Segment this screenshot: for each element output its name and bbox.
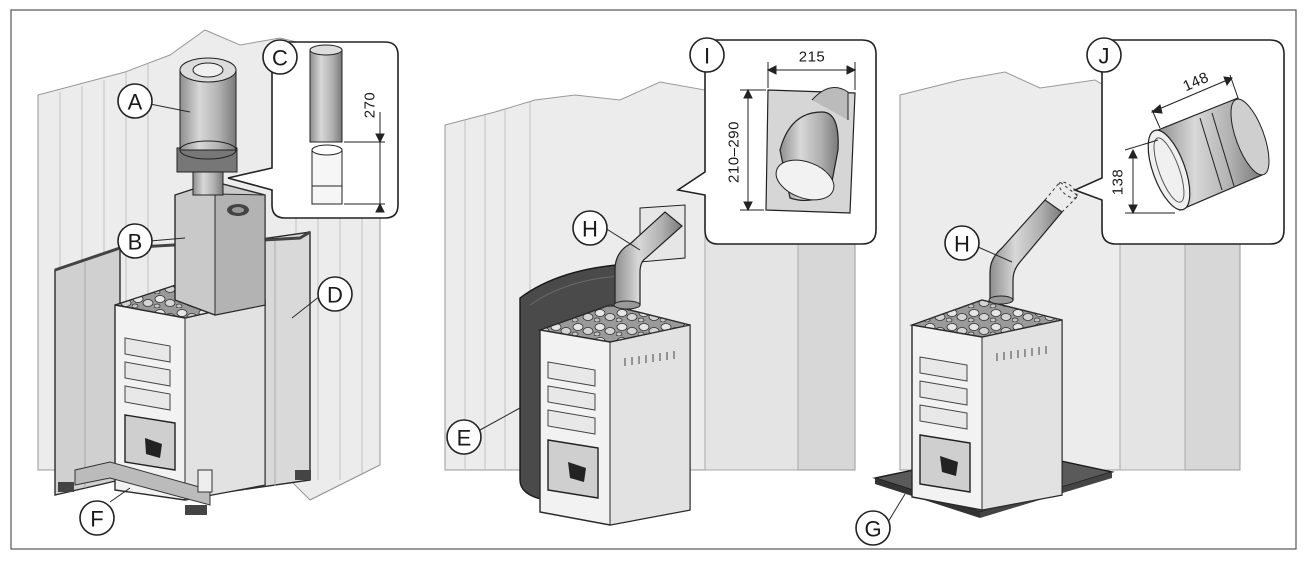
dimension-lines-j — [1124, 74, 1239, 215]
svg-text:A: A — [128, 90, 143, 115]
base-frame-f — [74, 461, 211, 506]
svg-text:I: I — [704, 44, 710, 69]
label-h-scene-3: H — [944, 225, 980, 261]
dimension-j-height: 138 — [1110, 169, 1127, 196]
chimney-a — [176, 57, 238, 173]
scene-2-heater-with-backwall: 215 210–290 — [444, 39, 877, 526]
svg-text:E: E — [457, 426, 472, 451]
label-d: D — [317, 276, 353, 312]
label-markers: A B C D F H E I — [79, 37, 1122, 546]
sauna-stones-2 — [537, 304, 691, 343]
svg-text:D: D — [327, 283, 343, 308]
connector-j-detail — [1147, 97, 1270, 211]
label-f: F — [79, 500, 115, 536]
scene-1-wall-mounted-heater: 270 — [37, 29, 399, 515]
svg-text:J: J — [1099, 44, 1110, 69]
dimension-c-height: 270 — [362, 92, 379, 119]
protective-sheath-left — [54, 247, 121, 496]
label-e: E — [446, 419, 482, 455]
svg-text:B: B — [128, 230, 143, 255]
label-h-scene-2: H — [572, 210, 608, 246]
dimension-i-width: 215 — [799, 49, 826, 66]
svg-text:H: H — [582, 217, 598, 242]
label-a: A — [117, 83, 153, 119]
sauna-stones-3 — [909, 299, 1063, 338]
scene-3-heater-on-floor-plate: 148 138 — [872, 39, 1285, 523]
svg-text:G: G — [864, 517, 881, 542]
label-i: I — [689, 37, 725, 73]
label-c: C — [262, 39, 298, 75]
flue-pipe-h-2 — [614, 211, 683, 306]
dimension-line-c — [344, 112, 385, 213]
dimension-lines-i — [740, 62, 857, 212]
dimension-i-height: 210–290 — [726, 121, 743, 183]
svg-text:F: F — [90, 507, 103, 532]
svg-text:C: C — [272, 46, 288, 71]
label-j: J — [1086, 37, 1122, 73]
label-b: B — [117, 223, 153, 259]
label-g: G — [855, 510, 891, 546]
svg-text:H: H — [954, 232, 970, 257]
outer-frame — [10, 9, 1297, 550]
